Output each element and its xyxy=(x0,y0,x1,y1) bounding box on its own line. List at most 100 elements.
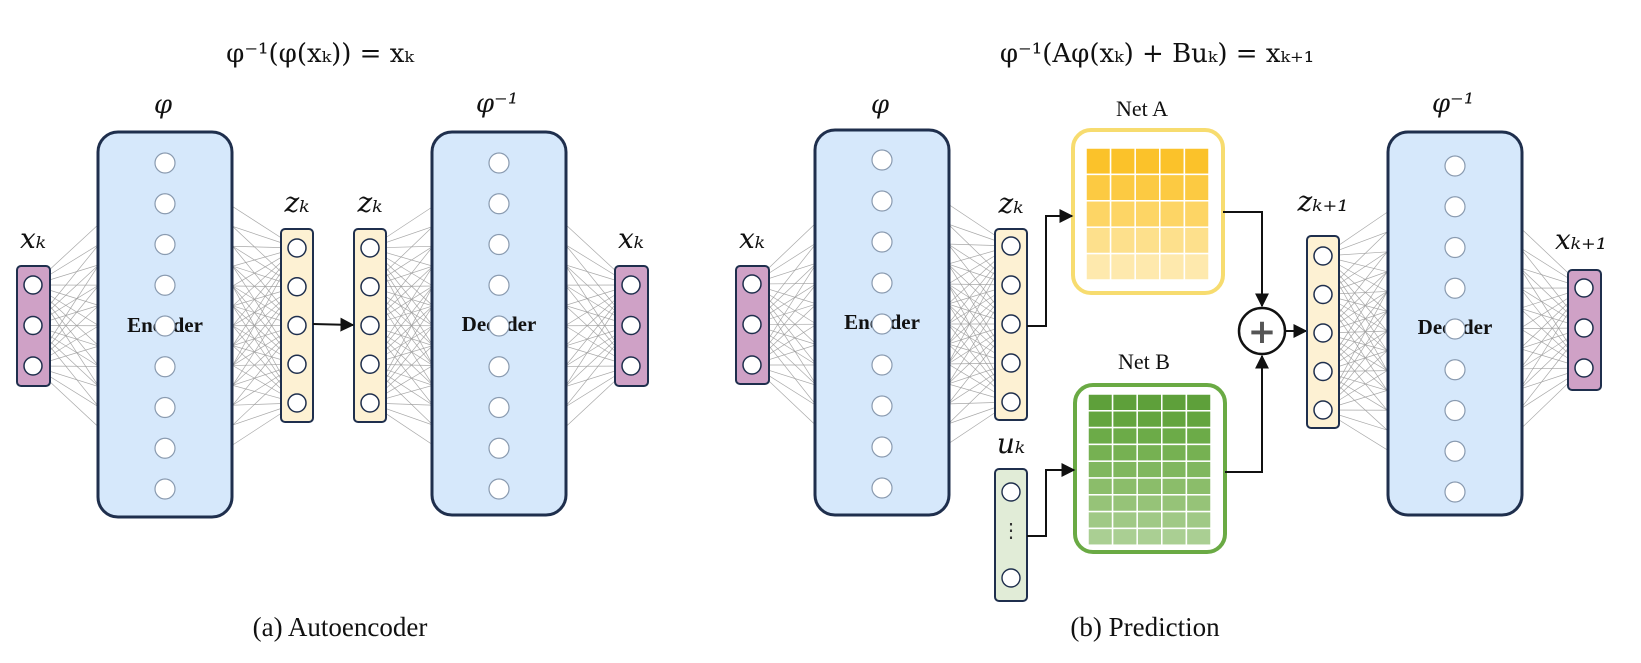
hidden-node xyxy=(488,315,510,337)
matrix-cell xyxy=(1136,393,1163,412)
state-node xyxy=(621,315,641,336)
encoder-symbol: φ xyxy=(154,90,173,120)
matrix-cell xyxy=(1161,460,1188,479)
latent-node xyxy=(287,277,307,297)
hidden-node xyxy=(1444,318,1466,340)
matrix-cell xyxy=(1136,460,1163,479)
prediction-caption: (b) Prediction xyxy=(1070,612,1220,642)
control-node xyxy=(1001,482,1021,502)
matrix-cell xyxy=(1136,443,1163,462)
hidden-node xyxy=(488,478,510,500)
matrix-cell xyxy=(1085,173,1112,202)
matrix-cell xyxy=(1185,460,1212,479)
matrix-cell xyxy=(1159,226,1186,255)
encoder-symbol-b: φ xyxy=(871,90,890,120)
latent-node xyxy=(1001,353,1021,373)
state-node xyxy=(742,314,762,335)
next-latent-label: zₖ₊₁ xyxy=(1297,185,1349,218)
decoder-symbol: φ⁻¹ xyxy=(476,89,518,119)
latent-node xyxy=(1313,400,1333,420)
matrix-cell xyxy=(1085,252,1112,281)
matrix-cell xyxy=(1109,252,1136,281)
matrix-cell xyxy=(1159,173,1186,202)
hidden-node xyxy=(488,233,510,256)
hidden-node xyxy=(871,477,893,499)
matrix-cell xyxy=(1136,426,1163,446)
input-state-label: xₖ xyxy=(20,222,46,255)
latent-node xyxy=(1313,323,1333,343)
arrow-net-b-to-sum xyxy=(1225,354,1269,473)
matrix-cell xyxy=(1136,477,1163,496)
matrix-cell xyxy=(1085,200,1112,228)
latent-node xyxy=(287,315,307,336)
matrix-cell xyxy=(1183,226,1210,255)
matrix-cell xyxy=(1161,510,1188,530)
matrix-cell xyxy=(1136,527,1163,546)
matrix-cell xyxy=(1085,147,1112,176)
matrix-cell xyxy=(1134,252,1161,281)
hidden-node xyxy=(154,478,176,500)
hidden-node xyxy=(871,272,893,294)
matrix-cell xyxy=(1111,510,1138,530)
matrix-cell xyxy=(1111,393,1138,412)
matrix-cell xyxy=(1185,426,1212,446)
hidden-node xyxy=(488,396,510,419)
net-b-label: Net B xyxy=(1118,349,1170,374)
hidden-node xyxy=(488,152,510,174)
net-a-matrix xyxy=(1085,147,1210,281)
matrix-cell xyxy=(1087,527,1114,546)
net-a-label: Net A xyxy=(1116,96,1168,121)
matrix-cell xyxy=(1136,410,1163,429)
matrix-cell xyxy=(1159,147,1186,176)
matrix-cell xyxy=(1161,426,1188,446)
hidden-node xyxy=(154,396,176,419)
hidden-node xyxy=(1444,277,1466,299)
matrix-cell xyxy=(1185,527,1212,546)
hidden-node xyxy=(871,231,893,253)
matrix-cell xyxy=(1185,494,1212,513)
latent-node xyxy=(1313,284,1333,305)
autoencoder-equation: φ⁻¹(φ(xₖ)) = xₖ xyxy=(226,39,415,69)
matrix-cell xyxy=(1111,460,1138,479)
matrix-cell xyxy=(1134,200,1161,228)
latent-node xyxy=(287,354,307,374)
state-node xyxy=(1574,358,1594,378)
matrix-cell xyxy=(1185,410,1212,429)
hidden-node xyxy=(871,190,893,212)
latent-node xyxy=(1001,236,1021,256)
latent-node xyxy=(287,238,307,258)
latent-node xyxy=(1313,361,1333,382)
matrix-cell xyxy=(1085,226,1112,255)
input-state-label-b: xₖ xyxy=(739,222,765,255)
latent-arrow xyxy=(312,317,355,332)
output-state-label-b: xₖ₊₁ xyxy=(1555,223,1607,256)
matrix-cell xyxy=(1183,252,1210,281)
control-node xyxy=(1001,568,1021,588)
latent-label-b: zₖ xyxy=(998,187,1024,220)
state-node xyxy=(23,315,43,336)
latent-node xyxy=(1001,275,1021,295)
latent-node xyxy=(1001,314,1021,334)
matrix-cell xyxy=(1183,173,1210,202)
hidden-node xyxy=(1444,440,1466,462)
latent-node xyxy=(360,238,380,258)
matrix-cell xyxy=(1109,173,1136,202)
hidden-node xyxy=(1444,399,1466,422)
arrow-net-a-to-sum xyxy=(1223,211,1269,308)
matrix-cell xyxy=(1109,226,1136,255)
state-node xyxy=(1574,278,1594,298)
matrix-cell xyxy=(1161,527,1188,546)
panel-prediction: φ⁻¹(Aφ(xₖ) + Buₖ) = xₖ₊₁ φ φ⁻¹ xₖ zₖ uₖ … xyxy=(735,39,1607,642)
control-ellipsis: ⋮ xyxy=(1001,518,1021,542)
hidden-node xyxy=(871,395,893,417)
matrix-cell xyxy=(1161,443,1188,462)
latent-node xyxy=(360,277,380,297)
neural-connections xyxy=(32,159,1585,493)
hidden-node xyxy=(871,313,893,335)
matrix-cell xyxy=(1111,426,1138,446)
hidden-node xyxy=(154,437,176,459)
matrix-cell xyxy=(1109,200,1136,228)
matrix-cell xyxy=(1109,147,1136,176)
hidden-node xyxy=(488,356,510,378)
